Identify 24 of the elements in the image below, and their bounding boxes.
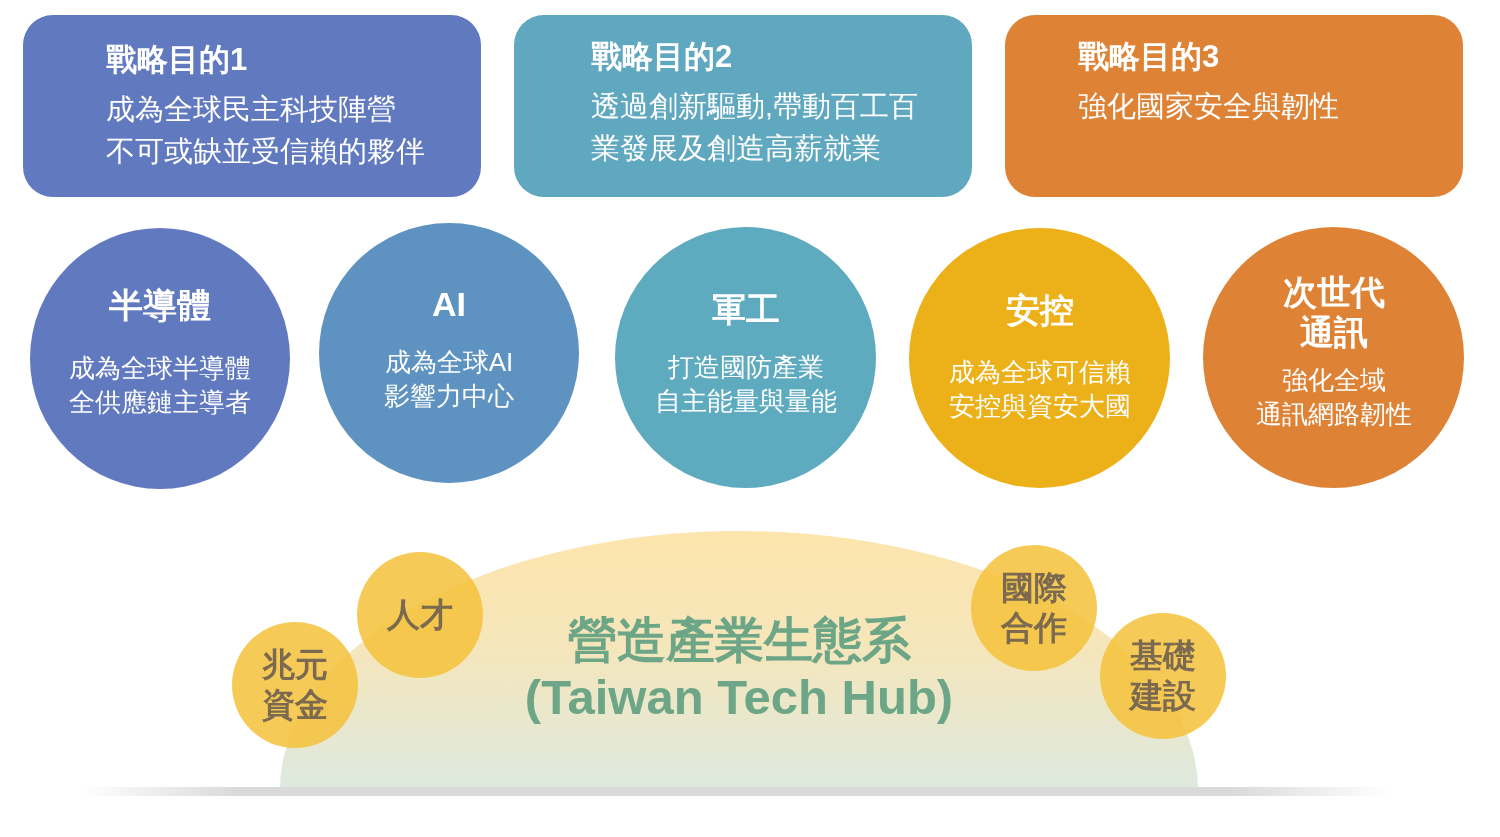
circle-text: 成為全球可信賴安控與資安大國 xyxy=(947,356,1132,423)
card-text: 成為全球民主科技陣營不可或缺並受信賴的夥伴 xyxy=(106,92,426,169)
card-text: 透過創新驅動,帶動百工百業發展及創造高薪就業 xyxy=(591,89,919,166)
circle-text: 成為全球半導體全供應鏈主導者 xyxy=(68,352,252,419)
circle-heading: 半導體 xyxy=(108,285,212,325)
circle-label: 國際合作 xyxy=(1001,568,1067,648)
circle-label: 人才 xyxy=(387,595,453,635)
circle-heading: 安控 xyxy=(1004,290,1075,330)
goal-card xyxy=(23,15,481,197)
card-heading: 戰略目的1 xyxy=(106,41,249,79)
circle-heading: AI xyxy=(431,284,467,324)
card-text: 強化國家安全與韌性 xyxy=(1078,89,1340,124)
circle-heading: 軍工 xyxy=(710,289,781,329)
circle-text: 強化全域通訊網路韌性 xyxy=(1254,364,1413,431)
goal-card xyxy=(1005,15,1463,197)
card-heading: 戰略目的2 xyxy=(591,38,734,76)
circle-text: 打造國防產業自主能量與量能 xyxy=(653,351,838,418)
circle-text: 成為全球AI影響力中心 xyxy=(383,346,515,413)
dome-heading: 營造產業生態系 (Taiwan Tech Hub) xyxy=(523,612,955,726)
card-heading: 戰略目的3 xyxy=(1078,38,1221,76)
circle-label: 兆元資金 xyxy=(262,645,328,725)
circle-heading: 次世代通訊 xyxy=(1281,272,1386,352)
circle-label: 基礎建設 xyxy=(1130,636,1196,716)
goal-card xyxy=(514,15,972,197)
